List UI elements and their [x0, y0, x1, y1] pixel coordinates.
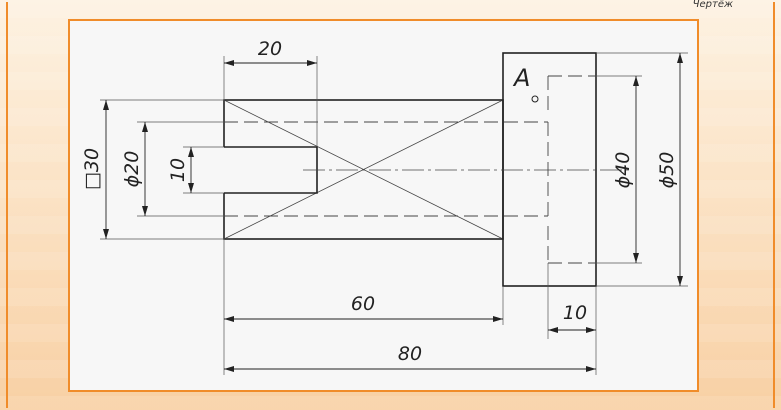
- header-note: Чертёж: [692, 0, 733, 10]
- drawing-sheet: A: [68, 19, 699, 392]
- dim-text-10-slot: 10: [167, 158, 189, 182]
- dim-text-diameter-40: ϕ40: [612, 152, 634, 189]
- dim-text-60: 60: [351, 293, 375, 315]
- dim-text-80: 80: [398, 343, 422, 365]
- flange-body: [502, 52, 597, 287]
- view-label-a: A: [512, 64, 530, 92]
- slide-frame: Чертёж: [6, 0, 775, 408]
- dim-text-10-flange: 10: [563, 302, 587, 324]
- shaft-slot: [223, 147, 317, 193]
- dim-text-diameter-50: ϕ50: [656, 152, 678, 189]
- hidden-lines: [224, 75, 596, 264]
- extension-lines: [100, 52, 688, 375]
- dimension-lines: [103, 53, 683, 372]
- view-marker-circle: [531, 95, 539, 103]
- dim-text-diameter-20: ϕ20: [121, 151, 143, 188]
- dim-text-square-30: □30: [81, 148, 103, 190]
- dim-text-20: 20: [258, 38, 282, 60]
- technical-drawing: A: [81, 38, 688, 375]
